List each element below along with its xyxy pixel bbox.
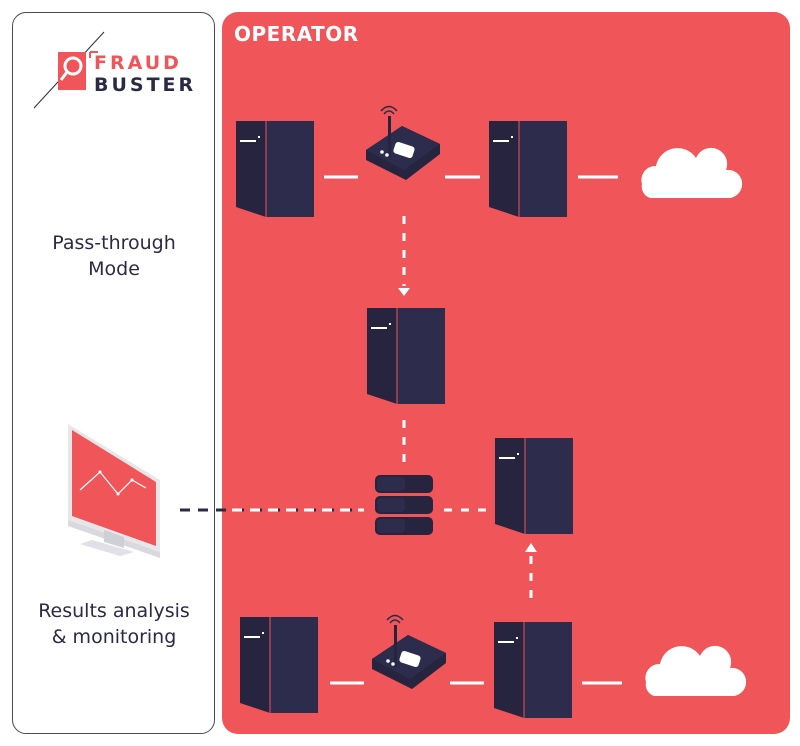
operator-title: OPERATOR (234, 22, 359, 46)
left-panel (12, 12, 215, 734)
arrow-up-icon (525, 543, 537, 552)
server-icon-bottom-2 (493, 621, 573, 719)
results-label: Results analysis & monitoring (38, 600, 190, 648)
database-icon (375, 475, 433, 535)
server-icon-middle (366, 307, 446, 405)
router-icon-top (365, 105, 441, 181)
logo-word-fraud: FRAUD (94, 52, 182, 74)
server-icon-top-1 (235, 120, 315, 218)
server-icon-bottom-1 (239, 616, 319, 714)
server-icon-top-2 (488, 120, 568, 218)
monitor-icon (68, 424, 160, 558)
mode-label: Pass-through Mode (52, 232, 176, 280)
cloud-icon-bottom (645, 645, 747, 696)
server-icon-analysis (494, 437, 574, 535)
fraudbuster-logo: FRAUD BUSTER (32, 30, 212, 110)
logo-word-buster: BUSTER (94, 74, 197, 96)
arrow-down-icon (398, 288, 410, 296)
router-icon-bottom (371, 614, 447, 690)
cloud-icon-top (641, 147, 743, 198)
fraudbuster-logo-icon (33, 31, 105, 109)
